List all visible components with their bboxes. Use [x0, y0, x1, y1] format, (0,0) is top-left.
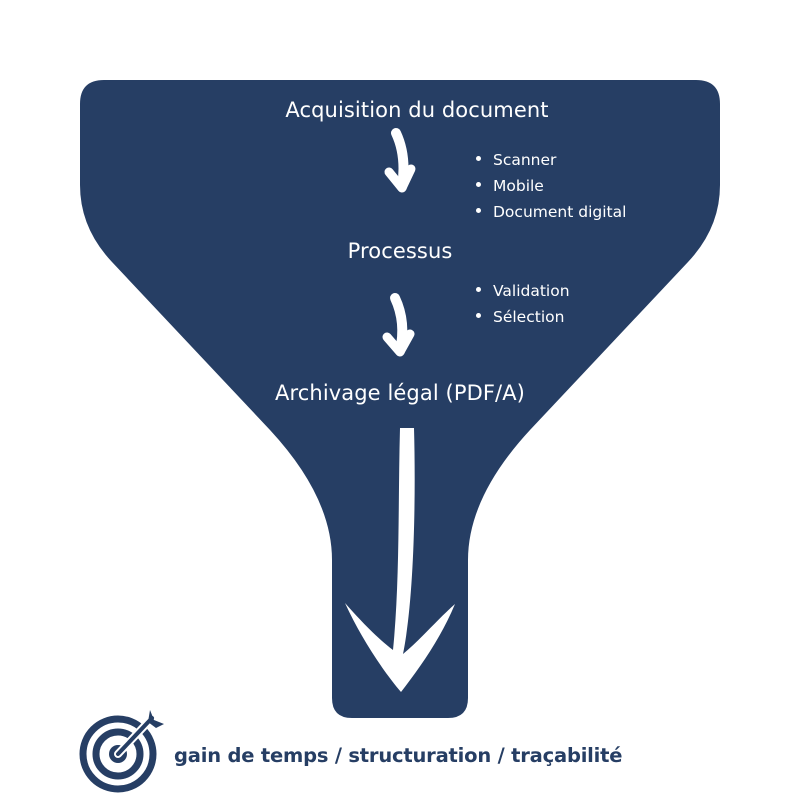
list-item: Document digital	[476, 199, 626, 225]
list-item: Mobile	[476, 173, 626, 199]
stage-title-processus: Processus	[347, 239, 453, 263]
list-item: Scanner	[476, 147, 626, 173]
arrow-down-icon	[382, 293, 415, 357]
funnel-shape	[80, 80, 720, 718]
target-icon	[79, 710, 164, 793]
arrow-down-icon	[384, 128, 416, 193]
stage-title-acquisition: Acquisition du document	[285, 98, 549, 122]
benefits-tagline: gain de temps / structuration / traçabil…	[174, 744, 623, 767]
acquisition-sources-list: Scanner Mobile Document digital	[476, 147, 626, 225]
large-arrow-down-icon	[345, 428, 455, 692]
processus-steps-list: Validation Sélection	[476, 278, 570, 330]
stage-title-archivage: Archivage légal (PDF/A)	[275, 381, 525, 405]
list-item: Sélection	[476, 304, 570, 330]
list-item: Validation	[476, 278, 570, 304]
